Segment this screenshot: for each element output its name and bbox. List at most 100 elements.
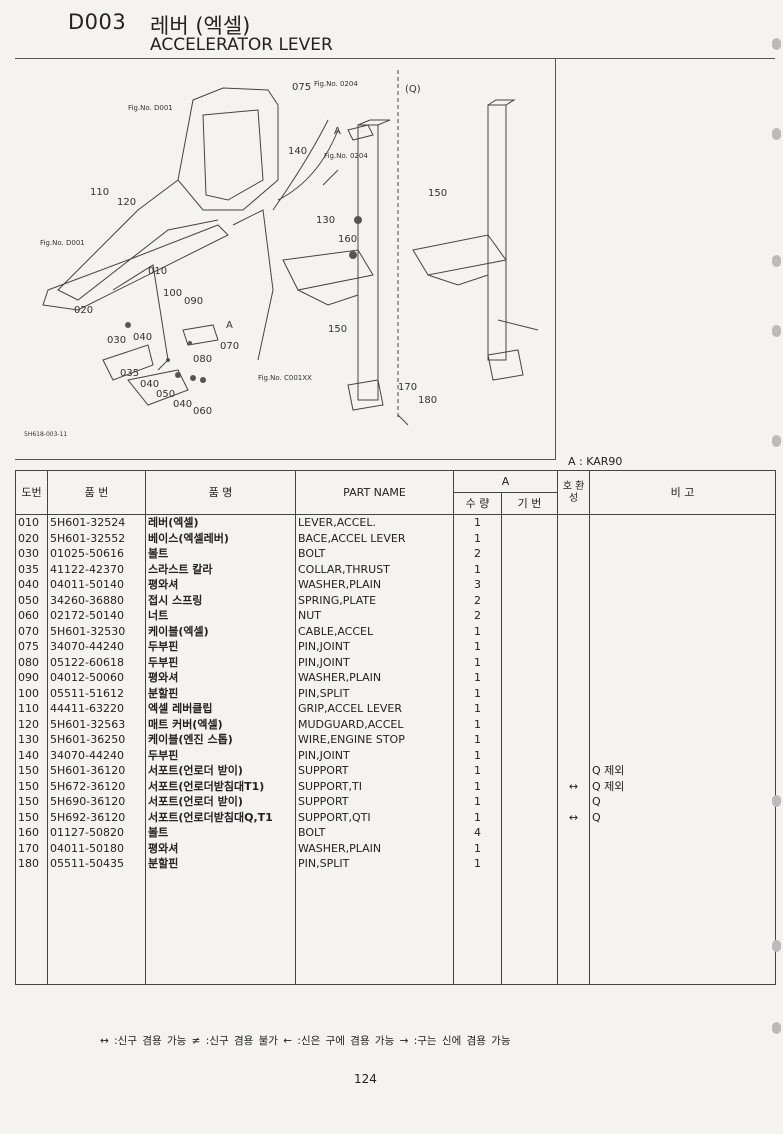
remarks: Q 제외 xyxy=(589,778,776,794)
callout-040: 040 xyxy=(133,332,152,343)
compatibility-mark xyxy=(557,840,590,856)
callout-030: 030 xyxy=(107,335,126,346)
part-name-korean: 분할핀 xyxy=(145,856,296,872)
part-name-english: PIN,JOINT xyxy=(295,747,454,763)
part-name-korean: 두부핀 xyxy=(145,639,296,655)
part-number: 41122-42370 xyxy=(47,561,146,577)
part-name-english: WIRE,ENGINE STOP xyxy=(295,732,454,748)
binder-hole xyxy=(772,38,781,50)
compatibility-mark xyxy=(557,608,590,624)
part-name-korean: 너트 xyxy=(145,608,296,624)
remarks xyxy=(589,685,776,701)
part-ref-no: 130 xyxy=(15,732,48,748)
part-ref-no: 030 xyxy=(15,546,48,562)
serial-base xyxy=(501,840,558,856)
fig-ref-d001-top: Fig.No. D001 xyxy=(128,104,173,112)
part-ref-no: 160 xyxy=(15,825,48,841)
quantity: 1 xyxy=(453,732,502,748)
serial-base xyxy=(501,778,558,794)
callout-070: 070 xyxy=(220,341,239,352)
part-name-english: GRIP,ACCEL LEVER xyxy=(295,701,454,717)
remarks xyxy=(589,530,776,546)
part-name-korean: 케이블(엑셀) xyxy=(145,623,296,639)
page-title-korean: 레버 (엑셀) xyxy=(150,14,251,38)
remarks xyxy=(589,639,776,655)
compatibility-mark xyxy=(557,561,590,577)
callout-150-left: 150 xyxy=(328,324,347,335)
part-number: 34070-44240 xyxy=(47,747,146,763)
part-ref-no: 060 xyxy=(15,608,48,624)
part-number: 5H672-36120 xyxy=(47,778,146,794)
empty-cell xyxy=(145,871,296,985)
remarks xyxy=(589,732,776,748)
callout-160: 160 xyxy=(338,234,357,245)
quantity: 1 xyxy=(453,623,502,639)
serial-base xyxy=(501,608,558,624)
part-name-english: PIN,SPLIT xyxy=(295,685,454,701)
compatibility-legend: ↔ :신구 겸용 가능 ≠ :신구 겸용 불가 ← :신은 구에 겸용 가능 →… xyxy=(100,1035,511,1047)
table-filler xyxy=(15,871,776,985)
remarks xyxy=(589,747,776,763)
part-name-english: CABLE,ACCEL xyxy=(295,623,454,639)
quantity: 1 xyxy=(453,840,502,856)
part-name-korean: 스라스트 칼라 xyxy=(145,561,296,577)
part-number: 44411-63220 xyxy=(47,701,146,717)
part-name-korean: 볼트 xyxy=(145,825,296,841)
part-number: 34260-36880 xyxy=(47,592,146,608)
empty-cell xyxy=(589,871,776,985)
part-name-english: SUPPORT xyxy=(295,763,454,779)
quantity: 1 xyxy=(453,670,502,686)
remarks xyxy=(589,856,776,872)
part-name-korean: 서포트(언로더 받이) xyxy=(145,794,296,810)
part-ref-no: 075 xyxy=(15,639,48,655)
quantity: 1 xyxy=(453,701,502,717)
quantity: 1 xyxy=(453,778,502,794)
binder-hole xyxy=(772,128,781,140)
part-number: 5H601-32552 xyxy=(47,530,146,546)
part-number: 5H601-32530 xyxy=(47,623,146,639)
part-ref-no: 040 xyxy=(15,577,48,593)
compatibility-mark xyxy=(557,794,590,810)
compatibility-mark xyxy=(557,716,590,732)
remarks: Q xyxy=(589,809,776,825)
header-compat: 호 환 성 xyxy=(557,470,590,515)
callout-170: 170 xyxy=(398,382,417,393)
part-ref-no: 170 xyxy=(15,840,48,856)
section-code: D003 xyxy=(68,10,127,34)
header-no: 도번 xyxy=(15,470,48,515)
callout-060: 060 xyxy=(193,406,212,417)
remarks xyxy=(589,514,776,531)
callout-100: 100 xyxy=(163,288,182,299)
part-ref-no: 090 xyxy=(15,670,48,686)
compatibility-mark xyxy=(557,546,590,562)
callout-a-top: A xyxy=(334,126,341,137)
compatibility-mark xyxy=(557,856,590,872)
remarks xyxy=(589,623,776,639)
part-ref-no: 010 xyxy=(15,514,48,531)
part-name-korean: 베이스(엑셀레버) xyxy=(145,530,296,546)
callout-130: 130 xyxy=(316,215,335,226)
serial-base xyxy=(501,716,558,732)
compatibility-mark xyxy=(557,685,590,701)
part-name-korean: 레버(엑셀) xyxy=(145,514,296,531)
serial-base xyxy=(501,763,558,779)
part-name-korean: 평와셔 xyxy=(145,840,296,856)
serial-base xyxy=(501,577,558,593)
quantity: 1 xyxy=(453,716,502,732)
binder-hole xyxy=(772,1022,781,1034)
part-ref-no: 140 xyxy=(15,747,48,763)
part-name-english: SUPPORT,QTI xyxy=(295,809,454,825)
serial-base xyxy=(501,623,558,639)
part-name-korean: 평와셔 xyxy=(145,670,296,686)
quantity: 3 xyxy=(453,577,502,593)
serial-base xyxy=(501,561,558,577)
